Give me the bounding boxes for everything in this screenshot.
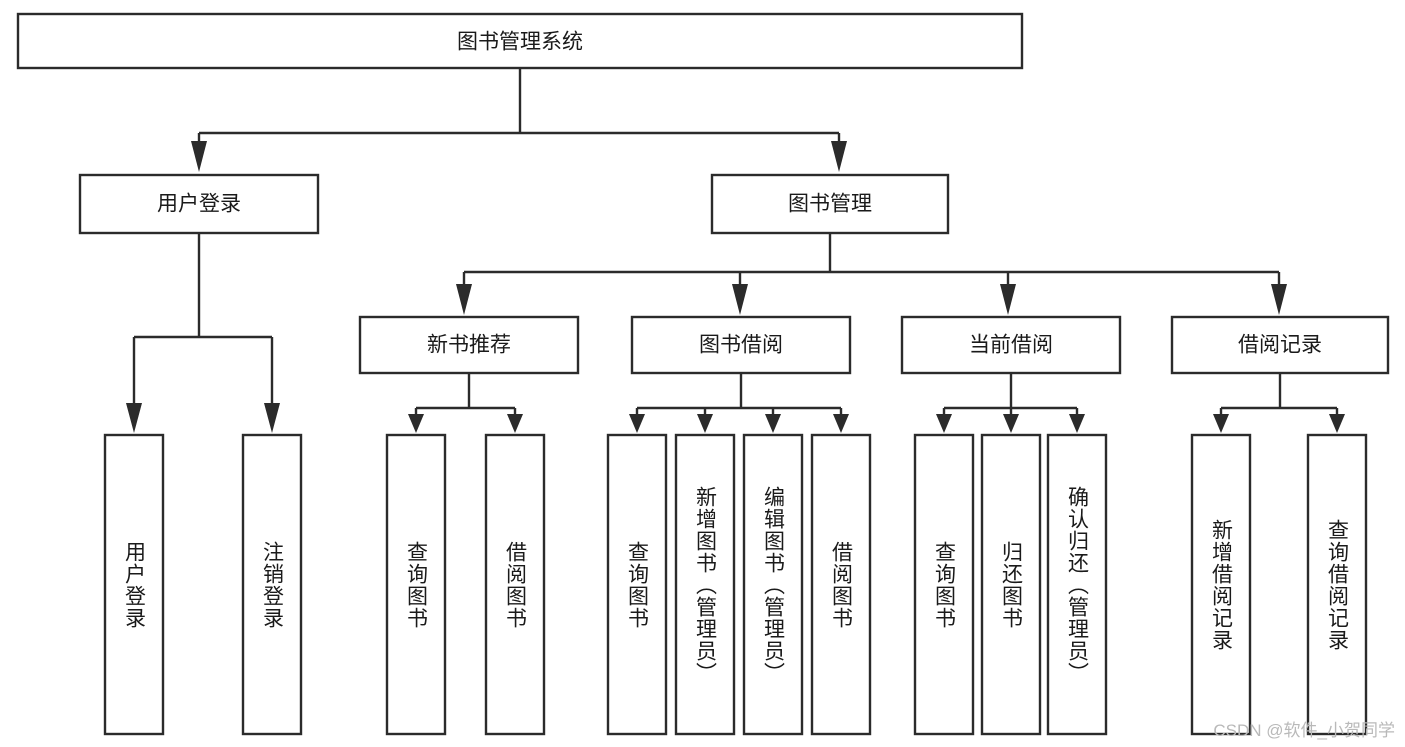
node-leaf-query-record-box[interactable] bbox=[1306, 433, 1368, 736]
arrow-head-book-manage bbox=[831, 141, 847, 172]
arrow-head-leaf-borrow-book-rec bbox=[507, 414, 523, 433]
node-leaf-query-book-rec[interactable]: 查询图书 bbox=[385, 433, 447, 736]
node-leaf-borrow-book-rec-box[interactable] bbox=[484, 433, 546, 736]
node-borrow-record-label: 借阅记录 bbox=[1238, 334, 1322, 357]
arrow-head-leaf-add-book bbox=[697, 414, 713, 433]
node-user-login-label: 用户登录 bbox=[157, 193, 241, 216]
arrow-head-new-book-recommend bbox=[456, 284, 472, 315]
node-book-manage-label: 图书管理 bbox=[788, 193, 872, 216]
node-leaf-confirm-return[interactable]: 确认归还（管理员） bbox=[1046, 433, 1108, 736]
node-leaf-add-record-label: 新增借阅记录 bbox=[1210, 519, 1234, 651]
arrow-head-leaf-edit-book bbox=[765, 414, 781, 433]
node-leaf-query-record[interactable]: 查询借阅记录 bbox=[1306, 433, 1368, 736]
node-book-borrow-label: 图书借阅 bbox=[699, 334, 783, 357]
node-current-borrow-box[interactable] bbox=[900, 315, 1122, 375]
node-leaf-confirm-return-label: 确认归还（管理员） bbox=[1066, 486, 1090, 684]
arrow-head-leaf-user-logout bbox=[264, 403, 280, 433]
node-new-book-recommend-box[interactable] bbox=[358, 315, 580, 375]
node-leaf-borrow-book-bor[interactable]: 借阅图书 bbox=[810, 433, 872, 736]
arrow-head-leaf-user-login bbox=[126, 403, 142, 433]
node-leaf-query-book-bor-box[interactable] bbox=[606, 433, 668, 736]
arrow-head-current-borrow bbox=[1000, 284, 1016, 315]
arrow-head-leaf-query-book-bor bbox=[629, 414, 645, 433]
arrow-head-book-borrow bbox=[732, 284, 748, 315]
node-leaf-user-logout-box[interactable] bbox=[241, 433, 303, 736]
arrow-head-leaf-query-book-rec bbox=[408, 414, 424, 433]
node-leaf-query-book-cur-box[interactable] bbox=[913, 433, 975, 736]
node-leaf-query-book-bor[interactable]: 查询图书 bbox=[606, 433, 668, 736]
arrow-head-leaf-query-book-cur bbox=[936, 414, 952, 433]
node-book-manage[interactable]: 图书管理 bbox=[710, 173, 950, 235]
node-book-manage-box[interactable] bbox=[710, 173, 950, 235]
node-leaf-borrow-book-rec[interactable]: 借阅图书 bbox=[484, 433, 546, 736]
arrow-head-user-login bbox=[191, 141, 207, 172]
arrow-head-borrow-record bbox=[1271, 284, 1287, 315]
node-leaf-return-book[interactable]: 归还图书 bbox=[980, 433, 1042, 736]
node-leaf-query-book-cur[interactable]: 查询图书 bbox=[913, 433, 975, 736]
node-root[interactable]: 图书管理系统 bbox=[16, 12, 1024, 70]
node-new-book-recommend-label: 新书推荐 bbox=[427, 334, 511, 357]
node-leaf-query-book-bor-label: 查询图书 bbox=[626, 541, 650, 629]
node-leaf-add-record[interactable]: 新增借阅记录 bbox=[1190, 433, 1252, 736]
node-leaf-edit-book-box[interactable] bbox=[742, 433, 804, 736]
arrow-head-leaf-query-record bbox=[1329, 414, 1345, 433]
node-leaf-query-book-rec-box[interactable] bbox=[385, 433, 447, 736]
node-leaf-user-logout[interactable]: 注销登录 bbox=[241, 433, 303, 736]
node-leaf-user-logout-label: 注销登录 bbox=[261, 541, 285, 629]
node-leaf-add-book-label: 新增图书（管理员） bbox=[694, 486, 718, 684]
node-book-borrow-box[interactable] bbox=[630, 315, 852, 375]
node-borrow-record[interactable]: 借阅记录 bbox=[1170, 315, 1390, 375]
node-leaf-add-book[interactable]: 新增图书（管理员） bbox=[674, 433, 736, 736]
node-leaf-user-login-label: 用户登录 bbox=[123, 541, 147, 629]
node-leaf-edit-book[interactable]: 编辑图书（管理员） bbox=[742, 433, 804, 736]
node-new-book-recommend[interactable]: 新书推荐 bbox=[358, 315, 580, 375]
node-leaf-return-book-label: 归还图书 bbox=[1000, 541, 1024, 629]
arrow-head-leaf-add-record bbox=[1213, 414, 1229, 433]
arrow-head-leaf-return-book bbox=[1003, 414, 1019, 433]
node-root-box[interactable] bbox=[16, 12, 1024, 70]
node-leaf-confirm-return-box[interactable] bbox=[1046, 433, 1108, 736]
node-leaf-add-book-box[interactable] bbox=[674, 433, 736, 736]
node-current-borrow[interactable]: 当前借阅 bbox=[900, 315, 1122, 375]
connector-layer bbox=[126, 68, 1345, 433]
node-leaf-query-book-cur-label: 查询图书 bbox=[933, 541, 957, 629]
node-leaf-add-record-box[interactable] bbox=[1190, 433, 1252, 736]
node-current-borrow-label: 当前借阅 bbox=[969, 334, 1053, 357]
node-leaf-borrow-book-rec-label: 借阅图书 bbox=[504, 541, 528, 629]
node-leaf-user-login[interactable]: 用户登录 bbox=[103, 433, 165, 736]
node-user-login[interactable]: 用户登录 bbox=[78, 173, 320, 235]
node-leaf-query-record-label: 查询借阅记录 bbox=[1326, 519, 1350, 651]
node-leaf-borrow-book-bor-label: 借阅图书 bbox=[830, 541, 854, 629]
arrow-head-leaf-confirm-return bbox=[1069, 414, 1085, 433]
node-root-label: 图书管理系统 bbox=[457, 31, 583, 54]
node-user-login-box[interactable] bbox=[78, 173, 320, 235]
node-leaf-borrow-book-bor-box[interactable] bbox=[810, 433, 872, 736]
node-leaf-return-book-box[interactable] bbox=[980, 433, 1042, 736]
node-borrow-record-box[interactable] bbox=[1170, 315, 1390, 375]
node-leaf-edit-book-label: 编辑图书（管理员） bbox=[762, 486, 786, 684]
node-leaf-user-login-box[interactable] bbox=[103, 433, 165, 736]
arrow-head-leaf-borrow-book-bor bbox=[833, 414, 849, 433]
node-book-borrow[interactable]: 图书借阅 bbox=[630, 315, 852, 375]
csdn-watermark: CSDN @软件_小贺同学 bbox=[1213, 721, 1395, 740]
node-leaf-query-book-rec-label: 查询图书 bbox=[405, 541, 429, 629]
